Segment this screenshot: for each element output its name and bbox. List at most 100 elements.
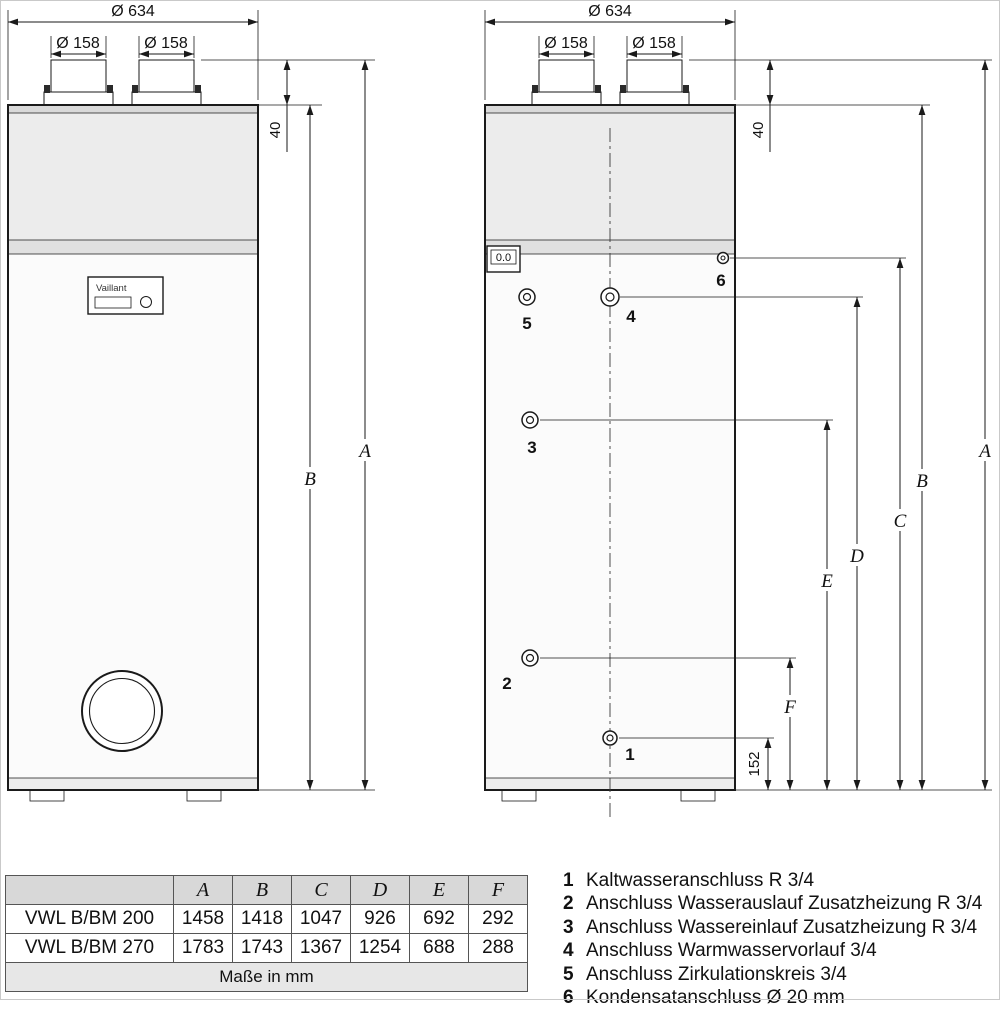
dim-152: 152: [746, 738, 771, 790]
connection-port-1: [603, 731, 617, 745]
legend-number: 5: [563, 964, 586, 986]
dim-collar-label: 40: [267, 122, 284, 139]
legend-text: Anschluss Wassereinlauf Zusatzheizung R …: [586, 917, 977, 939]
dim-D-label: D: [849, 546, 864, 567]
value-F: 292: [469, 905, 528, 934]
air-duct-stub-right: [132, 60, 201, 105]
dim-pipe-left-side: Ø 158: [539, 35, 594, 58]
legend-text: Kondensatanschluss Ø 20 mm: [586, 987, 845, 1009]
legend-item: 6 Kondensatanschluss Ø 20 mm: [563, 987, 982, 1010]
legend-item: 3 Anschluss Wassereinlauf Zusatzheizung …: [563, 916, 982, 940]
foot: [187, 790, 221, 801]
legend-number: 1: [563, 870, 586, 892]
dim-collar-label: 40: [750, 122, 767, 139]
value-C: 1047: [292, 905, 351, 934]
front-view: Vaillant Ø 634 Ø 158: [8, 3, 375, 801]
brand-label: Vaillant: [96, 283, 127, 294]
connection-port-5: [519, 289, 535, 305]
dim-pipe-label: Ø 158: [144, 35, 188, 52]
connection-label-3: 3: [527, 438, 536, 457]
connection-label-2: 2: [502, 674, 511, 693]
model-name: VWL B/BM 270: [6, 934, 174, 963]
dim-pipe-right-front: Ø 158: [139, 35, 194, 58]
air-duct-stub-right: [620, 60, 689, 105]
dim-C: C: [891, 258, 909, 790]
value-D: 926: [351, 905, 410, 934]
legend-text: Kaltwasseranschluss R 3/4: [586, 870, 814, 892]
foot: [502, 790, 536, 801]
connection-port-4: [601, 288, 619, 306]
value-A: 1783: [174, 934, 233, 963]
units-note: Maße in mm: [6, 963, 528, 992]
counter-value: 0.0: [496, 252, 511, 264]
dim-A-side: A: [976, 60, 994, 790]
dim-F: F: [781, 658, 799, 790]
model-name: VWL B/BM 200: [6, 905, 174, 934]
dim-width-side: Ø 634: [485, 3, 735, 100]
table-header-row: A B C D E F: [6, 876, 528, 905]
dim-collar-side: 40: [750, 60, 773, 152]
dim-152-label: 152: [746, 751, 763, 776]
value-E: 688: [410, 934, 469, 963]
foot: [30, 790, 64, 801]
dim-C-label: C: [894, 511, 907, 532]
dim-pipe-label: Ø 158: [56, 35, 100, 52]
technical-drawing: Vaillant Ø 634 Ø 158: [0, 0, 1000, 868]
table-header-F: F: [469, 876, 528, 905]
dim-pipe-right-side: Ø 158: [627, 35, 682, 58]
legend-text: Anschluss Zirkulationskreis 3/4: [586, 964, 847, 986]
dim-E: E: [818, 420, 836, 790]
connection-label-6: 6: [716, 271, 725, 290]
connection-label-1: 1: [625, 745, 634, 764]
inspection-flange: [82, 671, 162, 751]
air-duct-stub-left: [44, 60, 113, 105]
dim-width-label: Ø 634: [588, 3, 632, 20]
table-header-E: E: [410, 876, 469, 905]
value-A: 1458: [174, 905, 233, 934]
connections-legend: 1 Kaltwasseranschluss R 3/4 2 Anschluss …: [563, 869, 982, 1010]
connection-port-6: [718, 253, 729, 264]
value-E: 692: [410, 905, 469, 934]
dim-pipe-label: Ø 158: [544, 35, 588, 52]
control-panel: Vaillant: [88, 277, 163, 314]
side-view: 0.0 5 4 3 2 1 6: [485, 3, 994, 818]
table-header-model: [6, 876, 174, 905]
value-B: 1743: [233, 934, 292, 963]
legend-text: Anschluss Wasserauslauf Zusatzheizung R …: [586, 893, 982, 915]
table-row: VWL B/BM 270 1783 1743 1367 1254 688 288: [6, 934, 528, 963]
foot: [681, 790, 715, 801]
legend-number: 4: [563, 940, 586, 962]
dim-B-front: B: [301, 105, 319, 790]
dim-E-label: E: [820, 571, 833, 592]
air-duct-stub-left: [532, 60, 601, 105]
dim-pipe-label: Ø 158: [632, 35, 676, 52]
legend-text: Anschluss Warmwasservorlauf 3/4: [586, 940, 877, 962]
connection-label-4: 4: [626, 307, 636, 326]
legend-item: 4 Anschluss Warmwasservorlauf 3/4: [563, 940, 982, 964]
table-footer-row: Maße in mm: [6, 963, 528, 992]
dim-D: D: [848, 297, 866, 790]
dim-pipe-left-front: Ø 158: [51, 35, 106, 58]
dim-F-label: F: [783, 697, 796, 718]
connection-port-2: [522, 650, 538, 666]
value-B: 1418: [233, 905, 292, 934]
legend-number: 6: [563, 987, 586, 1009]
dim-B-side: B: [913, 105, 931, 790]
table-header-D: D: [351, 876, 410, 905]
connection-label-5: 5: [522, 314, 531, 333]
value-F: 288: [469, 934, 528, 963]
table-header-A: A: [174, 876, 233, 905]
legend-number: 3: [563, 917, 586, 939]
dim-collar-front: 40: [267, 60, 290, 152]
table-header-B: B: [233, 876, 292, 905]
dimensions-table: A B C D E F VWL B/BM 200 1458 1418 1047 …: [5, 875, 528, 992]
dim-B-label: B: [916, 471, 928, 492]
dim-A-label: A: [977, 441, 991, 462]
dim-B-label: B: [304, 469, 316, 490]
dim-A-label: A: [357, 441, 371, 462]
legend-item: 5 Anschluss Zirkulationskreis 3/4: [563, 963, 982, 987]
legend-item: 2 Anschluss Wasserauslauf Zusatzheizung …: [563, 893, 982, 917]
value-C: 1367: [292, 934, 351, 963]
value-D: 1254: [351, 934, 410, 963]
legend-number: 2: [563, 893, 586, 915]
